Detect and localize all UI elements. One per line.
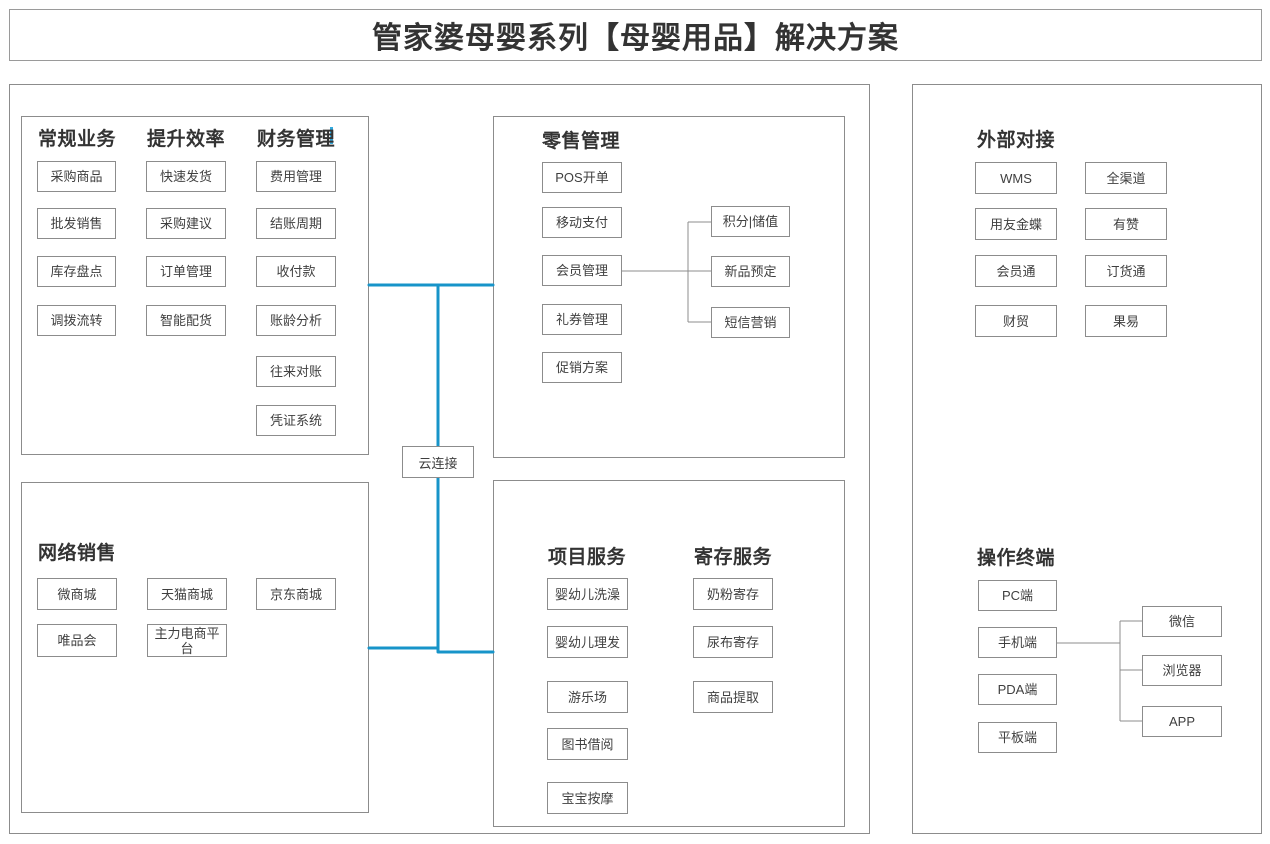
- node-wechat-mall: 微商城: [37, 578, 117, 610]
- node-gift-voucher: 礼券管理: [542, 304, 622, 335]
- text-cursor-artifact: [330, 127, 333, 144]
- retail-groupbox: [493, 116, 845, 458]
- heading-retail: 零售管理: [542, 131, 621, 152]
- node-trade-finance: 财贸: [975, 305, 1057, 337]
- node-expense-management: 费用管理: [256, 161, 336, 192]
- node-mobile-terminal: 手机端: [978, 627, 1057, 658]
- node-goods-pickup: 商品提取: [693, 681, 773, 713]
- node-playground: 游乐场: [547, 681, 628, 713]
- node-omni-channel: 全渠道: [1085, 162, 1167, 194]
- node-baby-bath: 婴幼儿洗澡: [547, 578, 628, 610]
- node-pda-terminal: PDA端: [978, 674, 1057, 705]
- mobile-terminal-branch-lines: [1057, 620, 1142, 722]
- node-voucher-system: 凭证系统: [256, 405, 336, 436]
- node-new-product-preorder: 新品预定: [711, 256, 790, 287]
- node-promotion-plan: 促销方案: [542, 352, 622, 383]
- node-member-link: 会员通: [975, 255, 1057, 287]
- node-mobile-payment: 移动支付: [542, 207, 622, 238]
- member-management-branch-lines: [622, 221, 711, 323]
- heading-online-sales: 网络销售: [38, 543, 117, 564]
- node-pos-billing: POS开单: [542, 162, 622, 193]
- node-order-management: 订单管理: [146, 256, 226, 287]
- heading-external: 外部对接: [977, 130, 1056, 151]
- node-book-borrowing: 图书借阅: [547, 728, 628, 760]
- node-wholesale-sales: 批发销售: [37, 208, 116, 239]
- node-aging-analysis: 账龄分析: [256, 305, 336, 336]
- node-main-ecommerce-platform: 主力电商平台: [147, 624, 227, 657]
- heading-efficiency: 提升效率: [147, 129, 226, 150]
- node-wechat-channel: 微信: [1142, 606, 1222, 637]
- node-baby-haircut: 婴幼儿理发: [547, 626, 628, 658]
- main-diagram-frame: [9, 84, 870, 834]
- node-diaper-deposit: 尿布寄存: [693, 626, 773, 658]
- heading-regular-business: 常规业务: [38, 129, 117, 150]
- node-pc-terminal: PC端: [978, 580, 1057, 611]
- node-receipts-payments: 收付款: [256, 256, 336, 287]
- node-settlement-cycle: 结账周期: [256, 208, 336, 239]
- node-yonyou-kingdee: 用友金蝶: [975, 208, 1057, 240]
- heading-terminals: 操作终端: [977, 548, 1056, 569]
- node-purchase-advice: 采购建议: [146, 208, 226, 239]
- node-order-link: 订货通: [1085, 255, 1167, 287]
- node-tmall-mall: 天猫商城: [147, 578, 227, 610]
- right-diagram-frame: [912, 84, 1262, 834]
- node-sms-marketing: 短信营销: [711, 307, 790, 338]
- node-youzan: 有赞: [1085, 208, 1167, 240]
- node-inventory-count: 库存盘点: [37, 256, 116, 287]
- node-jd-mall: 京东商城: [256, 578, 336, 610]
- page-title: 管家婆母婴系列【母婴用品】解决方案: [9, 9, 1262, 61]
- node-fast-shipping: 快速发货: [146, 161, 226, 192]
- node-transfer-flow: 调拨流转: [37, 305, 116, 336]
- node-app-channel: APP: [1142, 706, 1222, 737]
- heading-deposit-services: 寄存服务: [694, 547, 773, 568]
- node-tablet-terminal: 平板端: [978, 722, 1057, 753]
- node-cloud-connection: 云连接: [402, 446, 474, 478]
- node-procure-goods: 采购商品: [37, 161, 116, 192]
- node-milk-powder-deposit: 奶粉寄存: [693, 578, 773, 610]
- services-groupbox: [493, 480, 845, 827]
- node-wms: WMS: [975, 162, 1057, 194]
- node-vip-shop: 唯品会: [37, 624, 117, 657]
- heading-finance: 财务管理: [257, 129, 336, 150]
- node-member-management: 会员管理: [542, 255, 622, 286]
- node-smart-allocation: 智能配货: [146, 305, 226, 336]
- node-points-stored-value: 积分|储值: [711, 206, 790, 237]
- node-account-reconciliation: 往来对账: [256, 356, 336, 387]
- node-baby-massage: 宝宝按摩: [547, 782, 628, 814]
- node-browser-channel: 浏览器: [1142, 655, 1222, 686]
- heading-project-services: 项目服务: [548, 547, 627, 568]
- node-guoyi: 果易: [1085, 305, 1167, 337]
